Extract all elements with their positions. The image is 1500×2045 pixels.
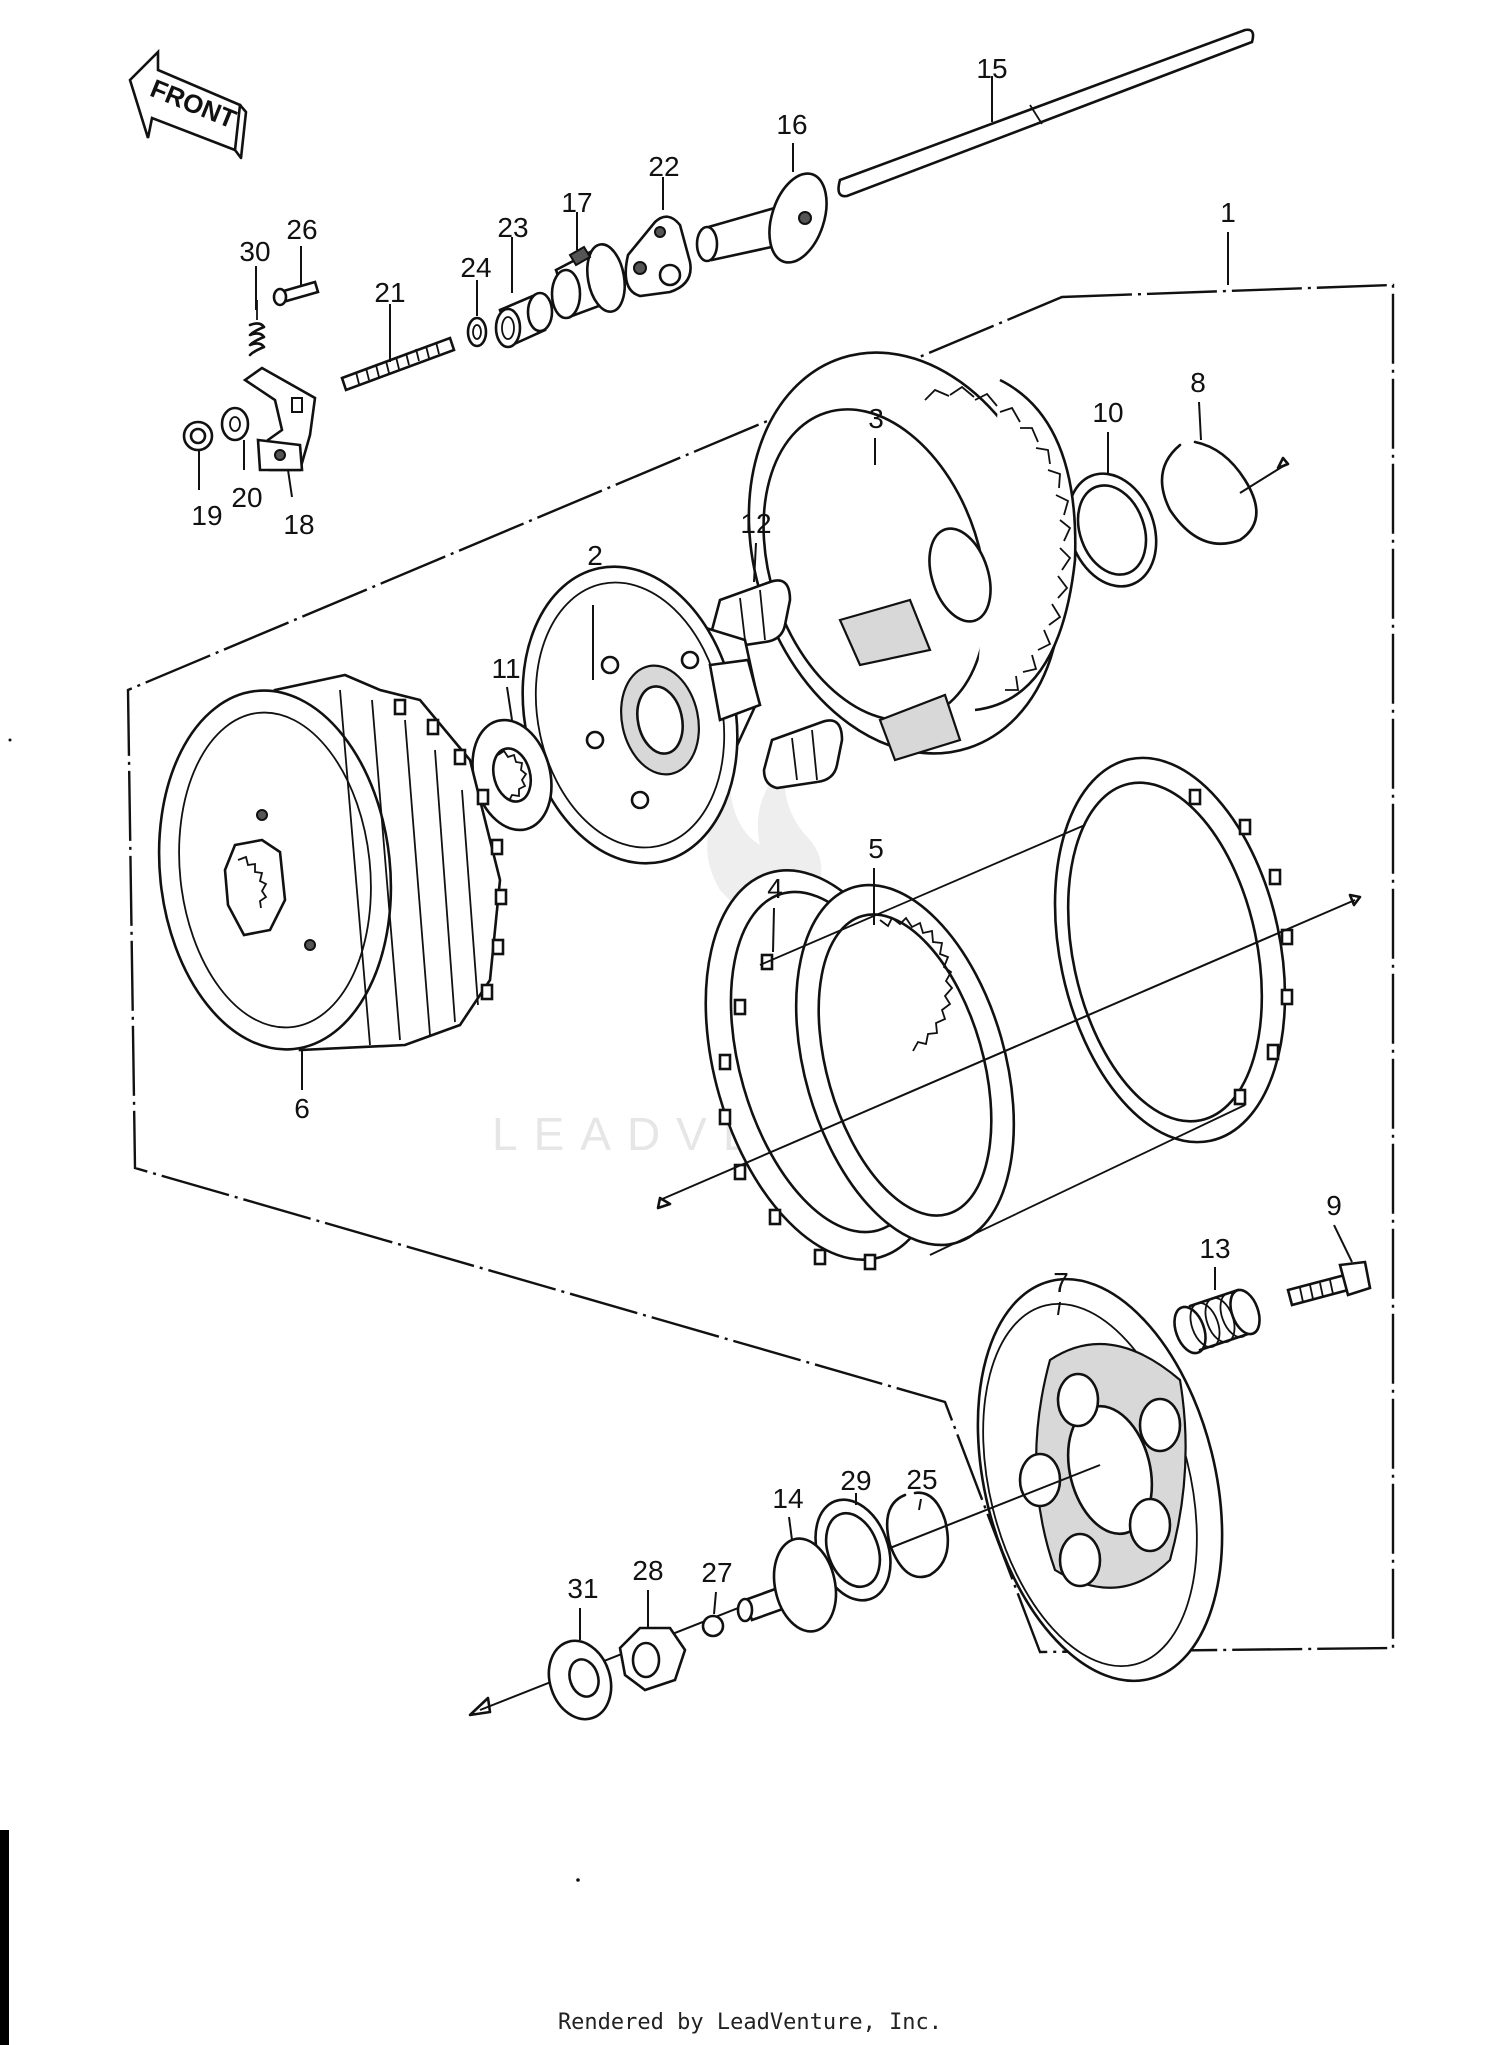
washer-20 — [220, 406, 250, 442]
callout-4: 4 — [767, 873, 783, 904]
clutch-housing-3 — [747, 351, 1077, 762]
clutch-drum-6 — [157, 673, 508, 1052]
callout-numbers: 1 2 3 4 5 6 7 8 9 10 11 12 13 14 15 16 1… — [191, 53, 1341, 1604]
pressure-plate-7 — [976, 1277, 1224, 1683]
circlip-8 — [1160, 440, 1258, 545]
push-rod-15 — [837, 28, 1255, 198]
clutch-hub-2 — [521, 565, 762, 865]
callout-5: 5 — [868, 833, 884, 864]
callout-6: 6 — [294, 1093, 310, 1124]
callout-15: 15 — [976, 53, 1007, 84]
callout-28: 28 — [632, 1555, 663, 1586]
callout-10: 10 — [1092, 397, 1123, 428]
callout-19: 19 — [191, 500, 222, 531]
leader-lines — [198, 76, 1353, 1640]
circlip-25 — [885, 1491, 950, 1579]
nut-19 — [182, 420, 214, 452]
callout-17: 17 — [561, 187, 592, 218]
callout-20: 20 — [231, 482, 262, 513]
bracket-plate-22 — [624, 215, 692, 298]
callout-21: 21 — [374, 277, 405, 308]
callout-9: 9 — [1326, 1190, 1342, 1221]
thrust-washer-10 — [1066, 472, 1158, 588]
push-piece-14 — [736, 1537, 838, 1633]
damper-rubber-12a — [710, 579, 792, 650]
front-arrow-icon: FRONT — [128, 48, 248, 160]
callout-11: 11 — [491, 653, 520, 684]
damper-rubber-12b — [762, 719, 844, 790]
callout-12: 12 — [740, 508, 771, 539]
callout-27: 27 — [701, 1557, 732, 1588]
release-shaft-16 — [695, 172, 828, 264]
callout-30: 30 — [239, 236, 270, 267]
callout-1: 1 — [1220, 197, 1236, 228]
locknut-28 — [618, 1626, 687, 1692]
callout-7: 7 — [1053, 1267, 1069, 1298]
page-edge-bar — [0, 1830, 9, 2045]
friction-plate-4-far — [1053, 756, 1294, 1144]
callout-14: 14 — [772, 1483, 803, 1514]
washer-31 — [547, 1639, 613, 1721]
callout-16: 16 — [776, 109, 807, 140]
callout-29: 29 — [840, 1465, 871, 1496]
callout-26: 26 — [286, 214, 317, 245]
callout-31: 31 — [567, 1573, 598, 1604]
callout-25: 25 — [906, 1464, 937, 1495]
callout-8: 8 — [1190, 367, 1206, 398]
bolt-9 — [1286, 1260, 1372, 1307]
callout-22: 22 — [648, 151, 679, 182]
callout-18: 18 — [283, 509, 314, 540]
callout-2: 2 — [587, 540, 603, 571]
release-lever-18 — [242, 366, 317, 472]
pin-26 — [272, 280, 320, 307]
needle-bearing-23 — [494, 291, 554, 349]
callout-23: 23 — [497, 212, 528, 243]
steel-ball-27 — [701, 1614, 725, 1638]
adjusting-screw-21 — [340, 336, 456, 392]
washer-24 — [466, 316, 488, 348]
callout-3: 3 — [868, 403, 884, 434]
spline-washer-11 — [471, 718, 553, 832]
callout-24: 24 — [460, 252, 491, 283]
clutch-spring-13 — [1173, 1288, 1261, 1355]
steel-plate-5 — [794, 883, 1016, 1247]
cam-housing-17 — [550, 243, 626, 320]
render-credit: Rendered by LeadVenture, Inc. — [557, 2010, 943, 2035]
callout-13: 13 — [1199, 1233, 1230, 1264]
